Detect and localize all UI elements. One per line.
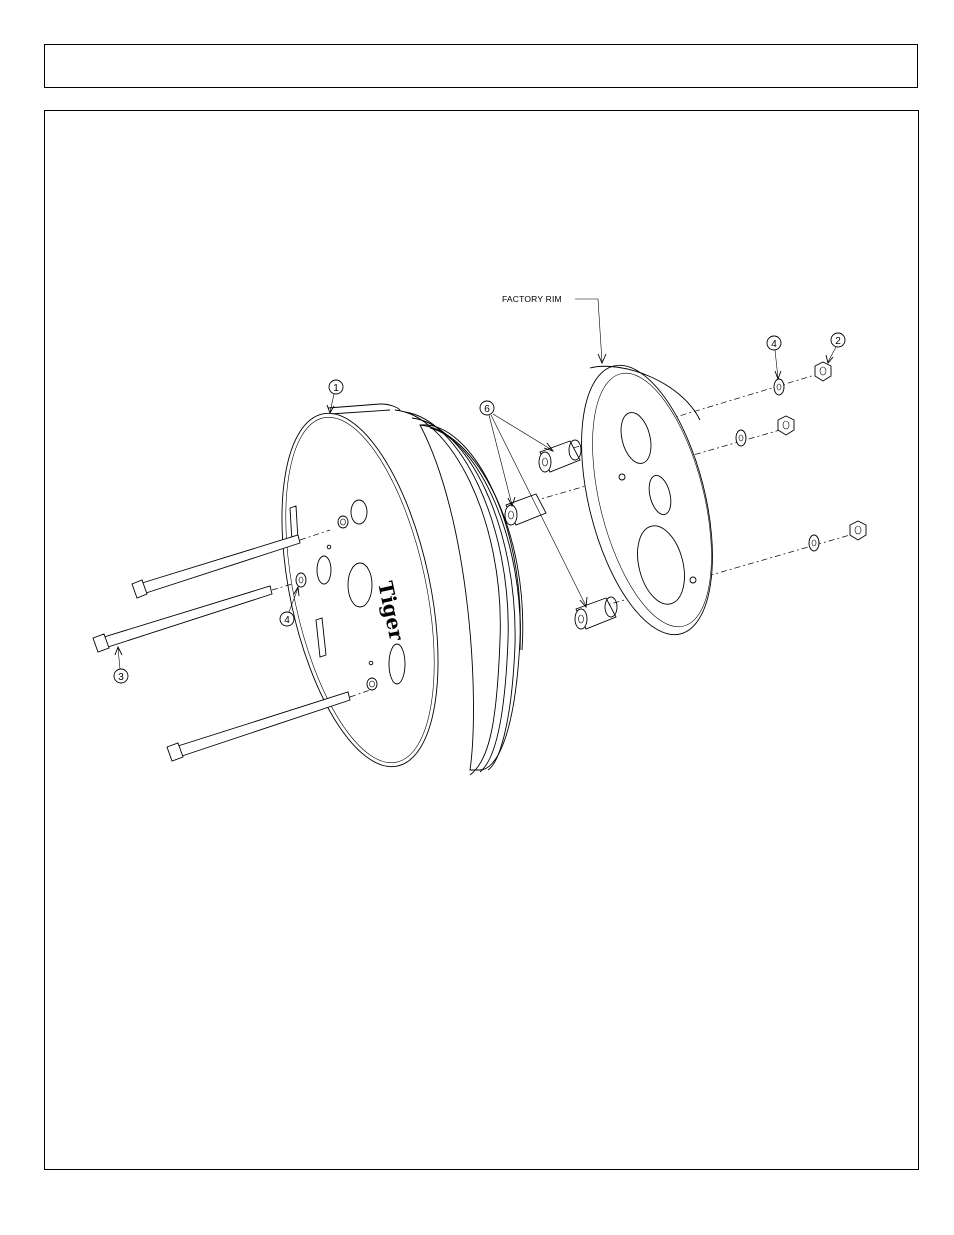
callout-2: 2 <box>826 333 845 363</box>
washer-right-middle <box>736 430 746 446</box>
factory-rim-callout: FACTORY RIM <box>502 294 606 363</box>
wheel-weight-drum: Tiger <box>254 399 523 780</box>
nut-middle <box>778 416 794 435</box>
bolt-top <box>132 535 300 598</box>
factory-rim-label: FACTORY RIM <box>502 294 562 304</box>
nut-bottom <box>850 521 866 540</box>
callout-3: 3 <box>114 647 128 683</box>
callout-4-left-number: 4 <box>284 615 290 626</box>
callout-4-right: 4 <box>767 336 781 379</box>
washer-right-top <box>774 379 784 395</box>
factory-rim <box>557 352 736 648</box>
spacer-middle <box>505 494 546 525</box>
spacer-top <box>539 440 581 472</box>
nut-top <box>815 362 831 381</box>
bolt-bottom <box>167 692 350 761</box>
callout-6-number: 6 <box>484 404 490 415</box>
callout-2-number: 2 <box>835 336 841 347</box>
washer-left <box>296 573 306 587</box>
callout-3-number: 3 <box>118 672 124 683</box>
callout-4-right-number: 4 <box>771 339 777 350</box>
washer-right-bottom <box>809 535 819 551</box>
callout-1-number: 1 <box>333 383 339 394</box>
bolt-middle <box>93 586 272 652</box>
